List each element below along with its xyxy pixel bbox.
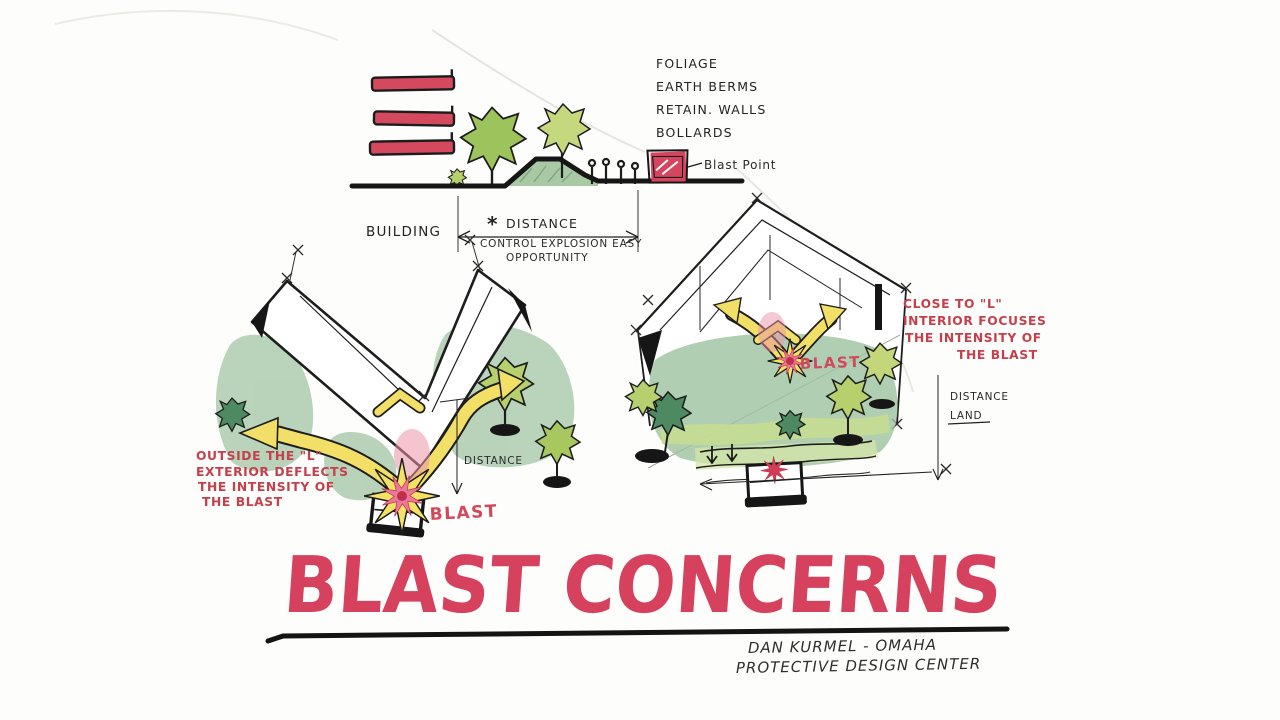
exterior-distance-dimension — [439, 397, 471, 495]
building-label: BUILDING — [366, 224, 441, 240]
courtyard-trees — [624, 342, 903, 463]
interior-annotation-line-1: CLOSE TO "L" — [903, 297, 1002, 311]
arrow-icon — [818, 303, 848, 331]
section-view-sketch: FOLIAGE EARTH BERMS RETAIN. WALLS BOLLAR… — [349, 56, 776, 264]
exterior-annotation-line-1: OUTSIDE THE "L" — [196, 449, 322, 463]
interior-annotation-line-2: INTERIOR FOCUSES — [903, 314, 1046, 328]
section-note-line-2: OPPORTUNITY — [506, 252, 588, 264]
mitigation-list-line-4: BOLLARDS — [656, 125, 733, 140]
planter-shadow — [635, 449, 669, 463]
section-bar — [368, 132, 456, 156]
tree-icon — [859, 342, 903, 385]
credit-line-2: PROTECTIVE DESIGN CENTER — [736, 655, 982, 677]
blast-point-label: Blast Point — [704, 158, 776, 172]
interior-blast-label: BLAST — [800, 353, 862, 373]
mitigation-list-line-2: EARTH BERMS — [656, 79, 758, 94]
tree-icon — [825, 375, 872, 421]
mitigation-list-line-3: RETAIN. WALLS — [656, 102, 766, 117]
interior-dimensions — [699, 375, 991, 491]
tree-icon — [459, 106, 527, 173]
section-bar — [370, 69, 456, 92]
tree-icon — [624, 379, 663, 417]
exterior-annotation-line-3: THE INTENSITY OF — [198, 480, 335, 494]
explosion-icon — [758, 312, 813, 384]
credit-line-1: DAN KURMEL - OMAHA — [748, 636, 937, 657]
interior-distance-label: DISTANCE — [950, 391, 1009, 403]
section-distance-label: DISTANCE — [506, 216, 578, 231]
courtyard-landscape — [648, 333, 898, 484]
sketch-title: BLAST CONCERNS — [281, 541, 1005, 631]
plan-trees — [215, 356, 581, 488]
exterior-blast-diagram: BLAST DISTANCE OUTSIDE THE "L" EXTERIOR … — [196, 234, 581, 538]
bollards — [587, 157, 640, 184]
exterior-distance-label: DISTANCE — [464, 455, 523, 467]
title-underline — [265, 626, 1010, 644]
interior-land-label: LAND — [950, 410, 982, 422]
planter-shadow — [490, 424, 520, 436]
asterisk-icon: * — [487, 212, 499, 236]
mitigation-list-line-1: FOLIAGE — [656, 56, 718, 71]
approach-arrows — [706, 444, 738, 465]
arrow-icon — [712, 297, 742, 325]
exterior-blast-label: BLAST — [429, 501, 498, 525]
explosion-icon — [363, 429, 441, 535]
planter-shadow — [833, 434, 863, 446]
l-building-plan — [250, 234, 532, 470]
interior-blast-diagram: BLAST DISTANCE LAND CLOSE TO "L" INTERIO… — [624, 192, 1046, 508]
tree-icon — [534, 420, 581, 466]
bollard-icon — [587, 158, 597, 184]
section-bar — [372, 105, 456, 127]
planter-shadow — [543, 476, 571, 488]
deflection-arrows — [237, 367, 526, 497]
ground-line — [349, 156, 745, 189]
blast-point-icon — [646, 149, 689, 184]
tree-icon — [775, 410, 806, 440]
section-trees — [447, 103, 591, 188]
exterior-annotation-line-2: EXTERIOR DEFLECTS — [196, 465, 349, 479]
arrow-icon — [237, 416, 279, 451]
building-section-bars — [368, 69, 456, 156]
tree-icon — [537, 103, 591, 156]
blast-point-leader — [687, 162, 703, 168]
section-note-line-1: CONTROL EXPLOSION EASY — [480, 238, 642, 250]
vehicle-icon — [744, 455, 807, 508]
shadow-wedge — [508, 288, 532, 332]
interior-annotation-line-3: THE INTENSITY OF — [905, 331, 1042, 345]
interior-annotation-line-4: THE BLAST — [957, 348, 1038, 362]
arrow-icon — [497, 367, 526, 402]
shadow-wedge — [875, 284, 882, 330]
shadow-wedge — [252, 300, 270, 338]
planter-shadow — [869, 399, 895, 409]
tree-icon — [215, 397, 251, 432]
footer: BLAST CONCERNS DAN KURMEL - OMAHA PROTEC… — [265, 541, 1010, 677]
distance-dimension — [457, 190, 639, 252]
shadow-wedge — [638, 330, 662, 376]
exterior-annotation-line-4: THE BLAST — [202, 495, 283, 509]
